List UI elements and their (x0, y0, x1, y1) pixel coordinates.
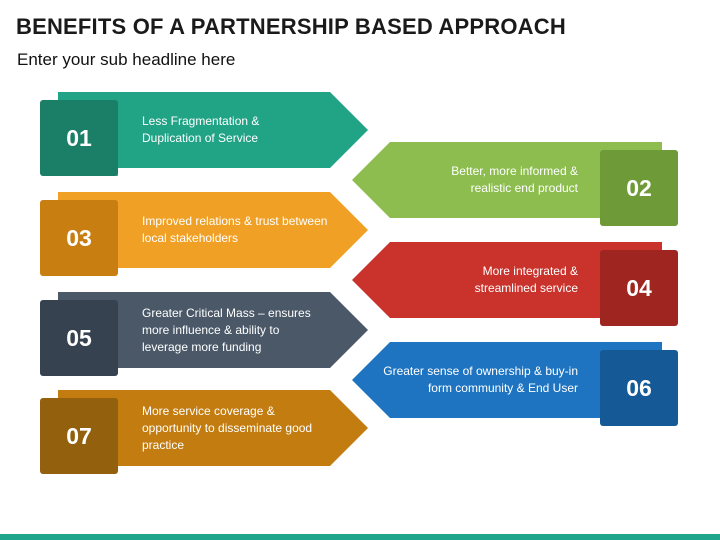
item-text-07: More service coverage & opportunity to d… (142, 403, 313, 452)
item-text-03: Improved relations & trust between local… (142, 214, 328, 245)
item-text-05: Greater Critical Mass – ensures more inf… (142, 305, 311, 354)
benefit-item-04: 04 More integrated & streamlined service (352, 242, 680, 326)
arrow-banner-06 (352, 342, 678, 426)
arrow-banner-01 (40, 92, 368, 176)
page-subtitle: Enter your sub headline here (17, 50, 236, 69)
item-text-01: Less Fragmentation & Duplication of Serv… (142, 114, 260, 145)
benefit-item-06: 06 Greater sense of ownership & buy-in f… (352, 342, 680, 426)
benefit-item-03: 03 Improved relations & trust between lo… (40, 192, 370, 276)
item-number-04: 04 (626, 274, 652, 301)
bottom-accent-bar (0, 534, 720, 540)
arrow-banner-04 (352, 242, 678, 326)
item-number-03: 03 (66, 224, 92, 251)
item-number-05: 05 (66, 324, 92, 351)
arrow-banner-02 (352, 142, 678, 226)
item-text-06: Greater sense of ownership & buy-in form… (383, 364, 578, 395)
item-number-06: 06 (626, 374, 652, 401)
item-number-01: 01 (66, 124, 92, 151)
item-number-02: 02 (626, 174, 652, 201)
arrow-banner-05 (40, 292, 368, 376)
item-number-07: 07 (66, 422, 92, 449)
item-text-02: Better, more informed & realistic end pr… (451, 164, 578, 195)
benefit-item-02: 02 Better, more informed & realistic end… (352, 142, 680, 226)
item-text-04: More integrated & streamlined service (474, 264, 578, 295)
arrow-banner-07 (40, 390, 368, 474)
page-title: BENEFITS OF A PARTNERSHIP BASED APPROACH (16, 14, 566, 39)
benefit-item-07: 07 More service coverage & opportunity t… (40, 390, 370, 474)
benefit-item-01: 01 Less Fragmentation & Duplication of S… (40, 92, 370, 176)
benefit-item-05: 05 Greater Critical Mass – ensures more … (40, 292, 370, 376)
arrow-banner-03 (40, 192, 368, 276)
